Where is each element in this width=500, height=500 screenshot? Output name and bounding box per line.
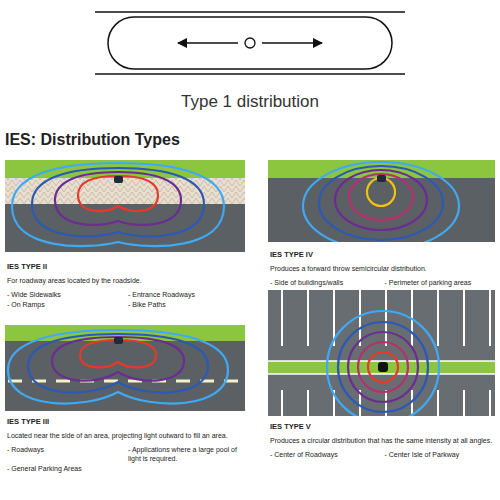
light-contour	[338, 322, 428, 412]
light-contour	[303, 162, 459, 242]
application-bullet: - Wide Sidewalks	[7, 290, 122, 299]
type-description-text: Located near the side of an area, projec…	[7, 431, 243, 440]
parking-line	[359, 290, 361, 416]
type3-figure	[5, 325, 245, 411]
type-description: IES TYPE III Located near the side of an …	[5, 417, 245, 473]
type1-figure	[95, 12, 405, 74]
light-contour	[367, 178, 395, 206]
figure-caption: Type 1 distribution	[181, 92, 319, 112]
application-bullet: - Bike Paths	[128, 300, 243, 309]
parking-line	[489, 290, 491, 416]
application-bullet: - Center Isle of Parkway	[385, 450, 494, 459]
application-bullet: - Center of Roadways	[270, 450, 379, 459]
type-heading: IES TYPE II	[7, 262, 243, 272]
type-description: IES TYPE II For roadway areas located by …	[5, 262, 245, 309]
light-contour	[52, 337, 184, 381]
type2-figure	[5, 160, 245, 252]
application-bullet: - Roadways	[7, 445, 122, 463]
light-contour	[78, 176, 158, 211]
light-contour	[327, 311, 439, 416]
type-description-text: Produces a circular distribution that ha…	[270, 436, 493, 445]
type-heading: IES TYPE V	[270, 422, 493, 432]
light-contour	[32, 168, 204, 236]
parking-line	[281, 290, 283, 416]
application-bullet: - Perimeter of parking areas	[385, 278, 494, 287]
light-contour	[80, 340, 156, 367]
application-bullet: - Applications where a large pool of lig…	[128, 445, 243, 463]
type4-figure	[268, 160, 495, 250]
type-heading: IES TYPE III	[7, 417, 243, 427]
type-description-text: Produces a forward throw semicircular di…	[270, 264, 493, 273]
type-description: IES TYPE V Produces a circular distributi…	[268, 422, 495, 459]
light-contour	[12, 163, 224, 246]
application-bullet: - Entrance Roadways	[128, 290, 243, 299]
light-contour	[348, 332, 418, 402]
light-contour	[8, 330, 228, 404]
light-contour	[319, 166, 443, 240]
application-bullet: - Side of buildings/walls	[270, 278, 379, 287]
type-description-text: For roadway areas located by the roadsid…	[7, 276, 243, 285]
type5-figure	[268, 290, 495, 423]
type-heading: IES TYPE IV	[270, 250, 493, 260]
light-contour	[335, 170, 427, 230]
parking-line	[411, 290, 413, 416]
light-contour	[358, 342, 408, 392]
application-bullet: - On Ramps	[7, 300, 122, 309]
light-contour	[349, 174, 413, 220]
light-contour	[28, 334, 208, 393]
heading: IES: Distribution Types	[5, 131, 180, 149]
type-description: IES TYPE IV Produces a forward throw semi…	[268, 250, 495, 287]
light-contour	[368, 352, 398, 382]
parking-line	[307, 290, 309, 416]
parking-line	[463, 290, 465, 416]
light-contour	[55, 172, 181, 225]
application-bullet: - General Parking Areas	[7, 464, 122, 473]
